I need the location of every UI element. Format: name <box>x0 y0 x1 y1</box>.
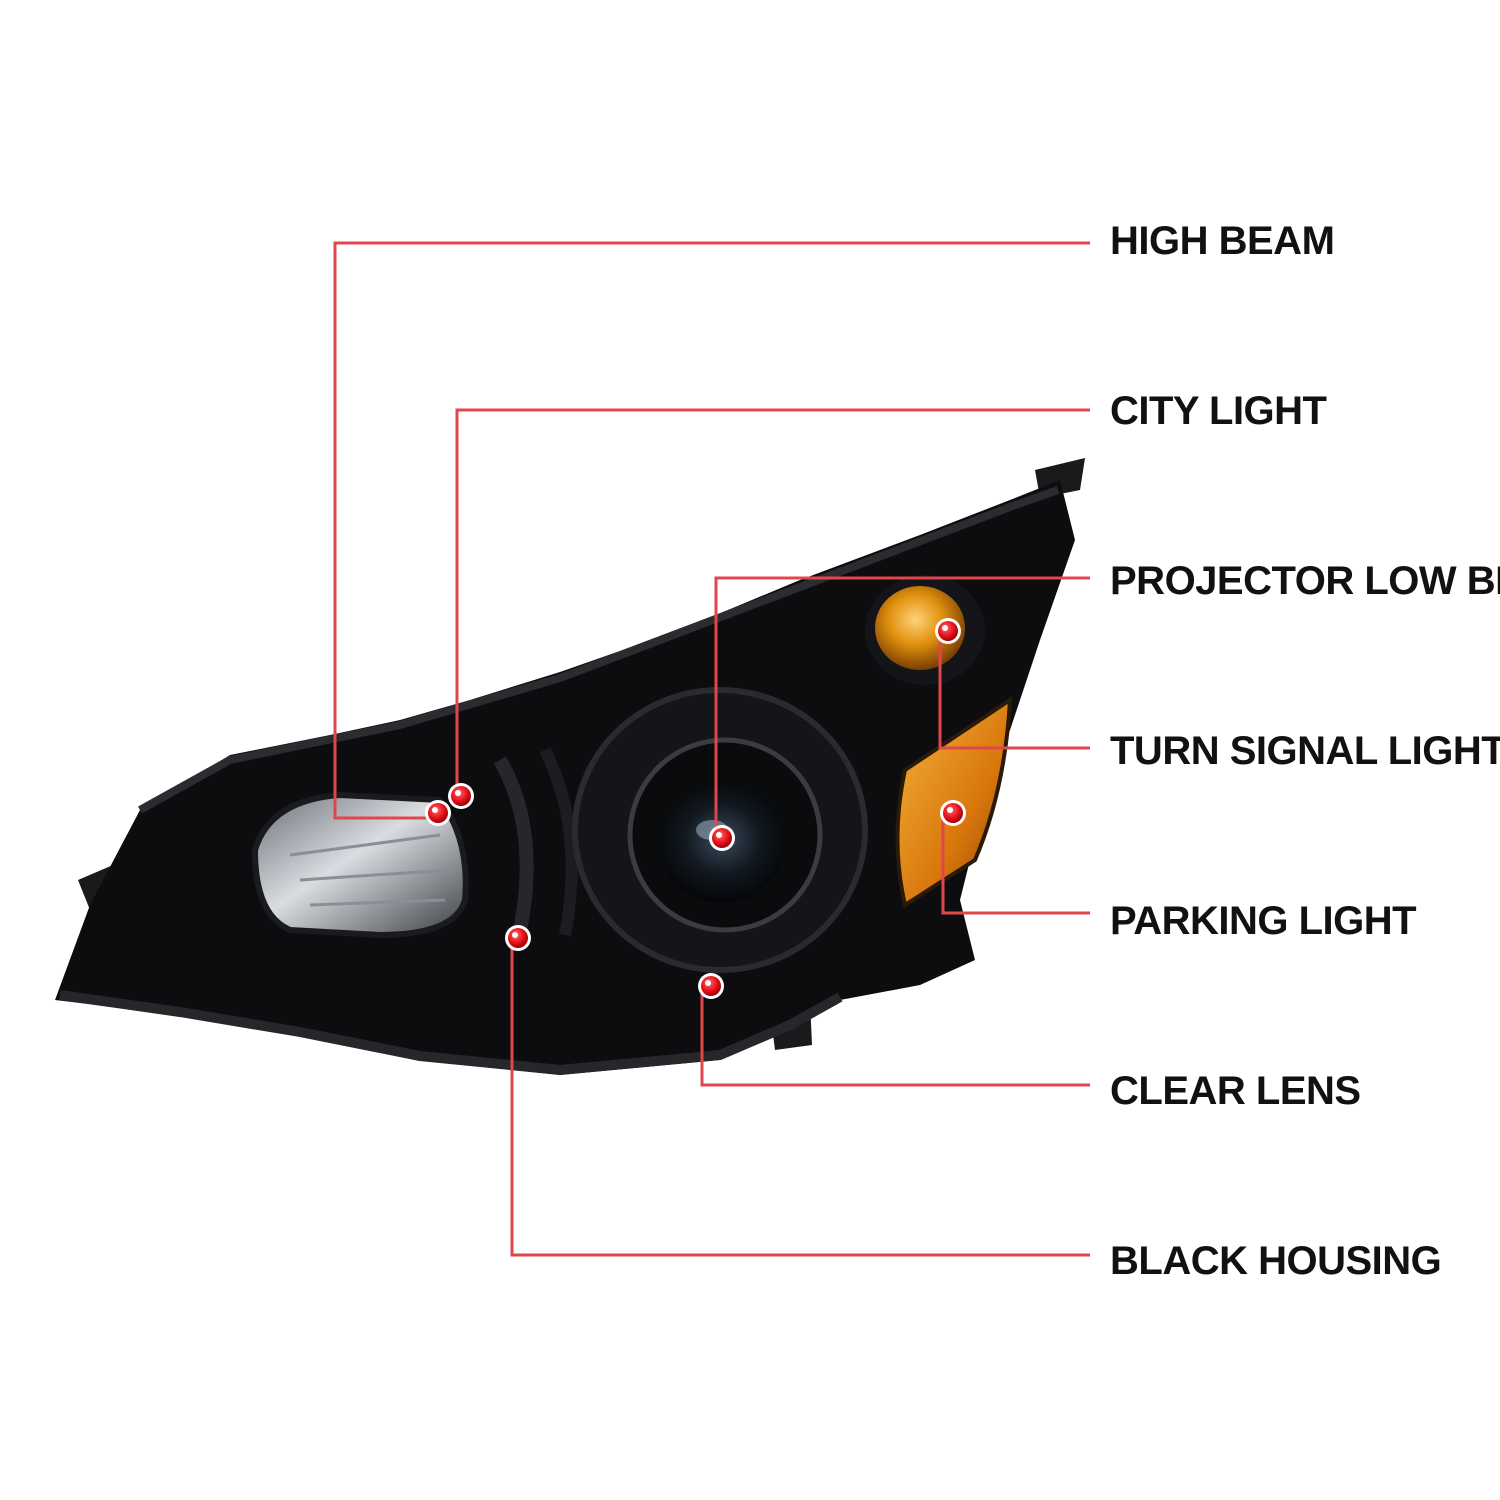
marker-dot-projector-low-beam <box>712 828 732 848</box>
marker-dot-turn-signal-light <box>938 621 958 641</box>
leader-line-projector-low-beam <box>714 576 1090 838</box>
marker-dot-clear-lens <box>701 976 721 996</box>
marker-dot-high-beam <box>428 803 448 823</box>
marker-highlight-clear-lens <box>705 980 711 986</box>
marker-highlight-city-light <box>455 790 461 796</box>
marker-highlight-projector-low-beam <box>716 832 722 838</box>
leader-line-turn-signal-light <box>938 632 1090 750</box>
turn-signal-bulb <box>865 575 985 685</box>
marker-highlight-high-beam <box>432 807 438 813</box>
housing-trim <box>138 486 1060 814</box>
label-city-light: CITY LIGHT <box>1110 389 1327 433</box>
marker-dots <box>425 618 966 999</box>
label-black-housing: BLACK HOUSING <box>1110 1239 1441 1283</box>
marker-dot-city-light <box>451 786 471 806</box>
marker-highlight-parking-light <box>947 807 953 813</box>
housing-ribs <box>493 747 578 937</box>
label-high-beam: HIGH BEAM <box>1110 219 1334 263</box>
marker-dot-black-housing <box>508 928 528 948</box>
leader-lines <box>333 241 1090 1257</box>
leader-line-high-beam <box>333 241 1090 820</box>
leader-line-city-light <box>455 408 1090 795</box>
leader-line-clear-lens <box>700 986 1090 1087</box>
label-clear-lens: CLEAR LENS <box>1110 1069 1361 1113</box>
marker-highlight-black-housing <box>512 932 518 938</box>
callout-labels: HIGH BEAM CITY LIGHT PROJECTOR LOW BEAM … <box>1110 219 1500 1283</box>
label-projector-low-beam: PROJECTOR LOW BEAM <box>1110 559 1500 603</box>
label-parking-light: PARKING LIGHT <box>1110 899 1416 943</box>
marker-dot-parking-light <box>943 803 963 823</box>
leader-line-parking-light <box>941 814 1090 915</box>
housing-base <box>59 990 843 1076</box>
marker-highlight-turn-signal-light <box>942 625 948 631</box>
leader-line-black-housing <box>510 940 1090 1257</box>
high-beam-reflector <box>251 791 469 939</box>
label-turn-signal-light: TURN SIGNAL LIGHT <box>1110 729 1500 773</box>
